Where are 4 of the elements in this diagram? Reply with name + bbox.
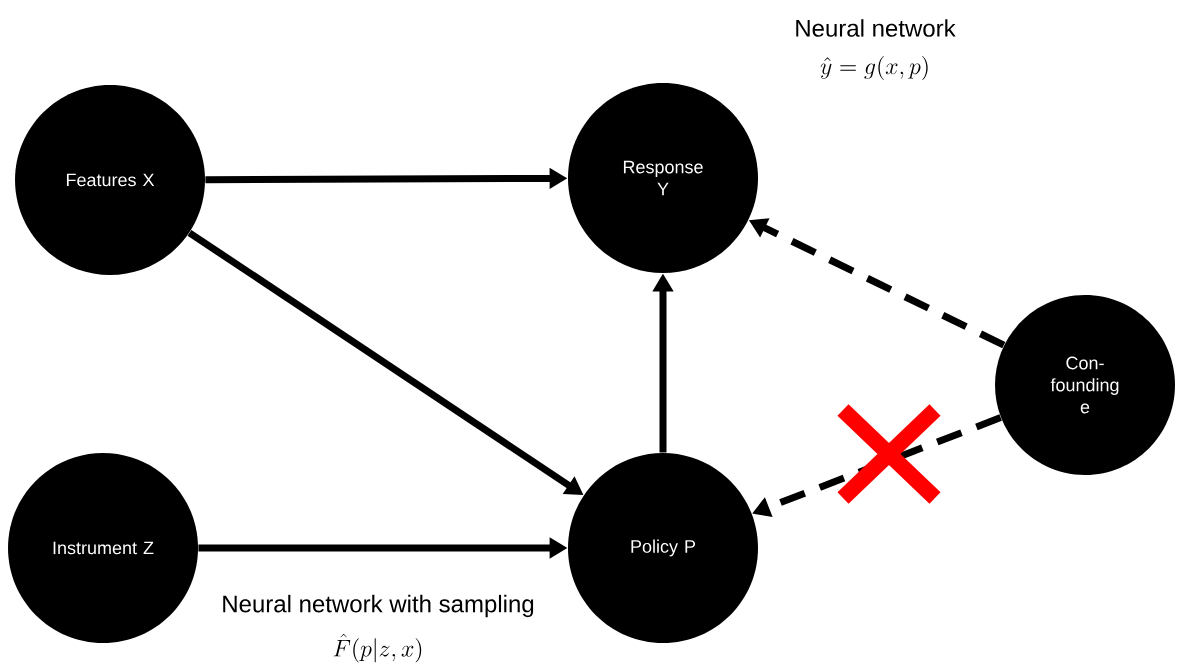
text-label: Neural network xyxy=(796,19,956,37)
formula-label: $\hat{F}(p|z,x)$ xyxy=(333,633,422,663)
formula-label: $\hat{y} = g(x,p)$ xyxy=(820,56,928,80)
text-label: Neural network with sampling xyxy=(223,594,534,618)
